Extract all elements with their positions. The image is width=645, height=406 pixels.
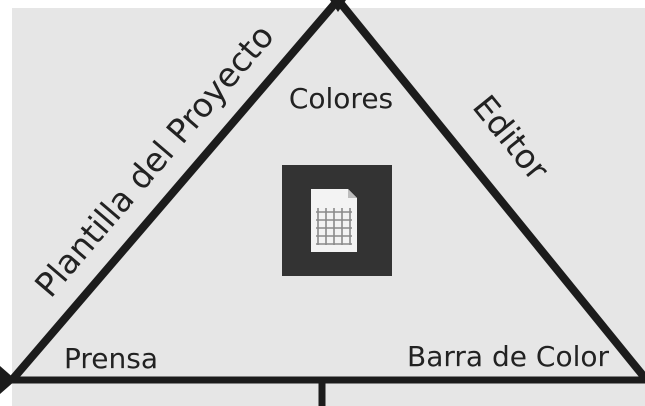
triangle-right-side (334, 0, 645, 381)
triangle-left-side (8, 0, 342, 383)
grid-document-icon (282, 165, 392, 276)
top-arrowhead (330, 0, 346, 12)
left-arrowhead (0, 366, 16, 394)
label-bottom-right-corner: Barra de Color (407, 340, 609, 373)
label-top-corner: Colores (289, 82, 393, 115)
label-bottom-left-corner: Prensa (64, 342, 158, 375)
